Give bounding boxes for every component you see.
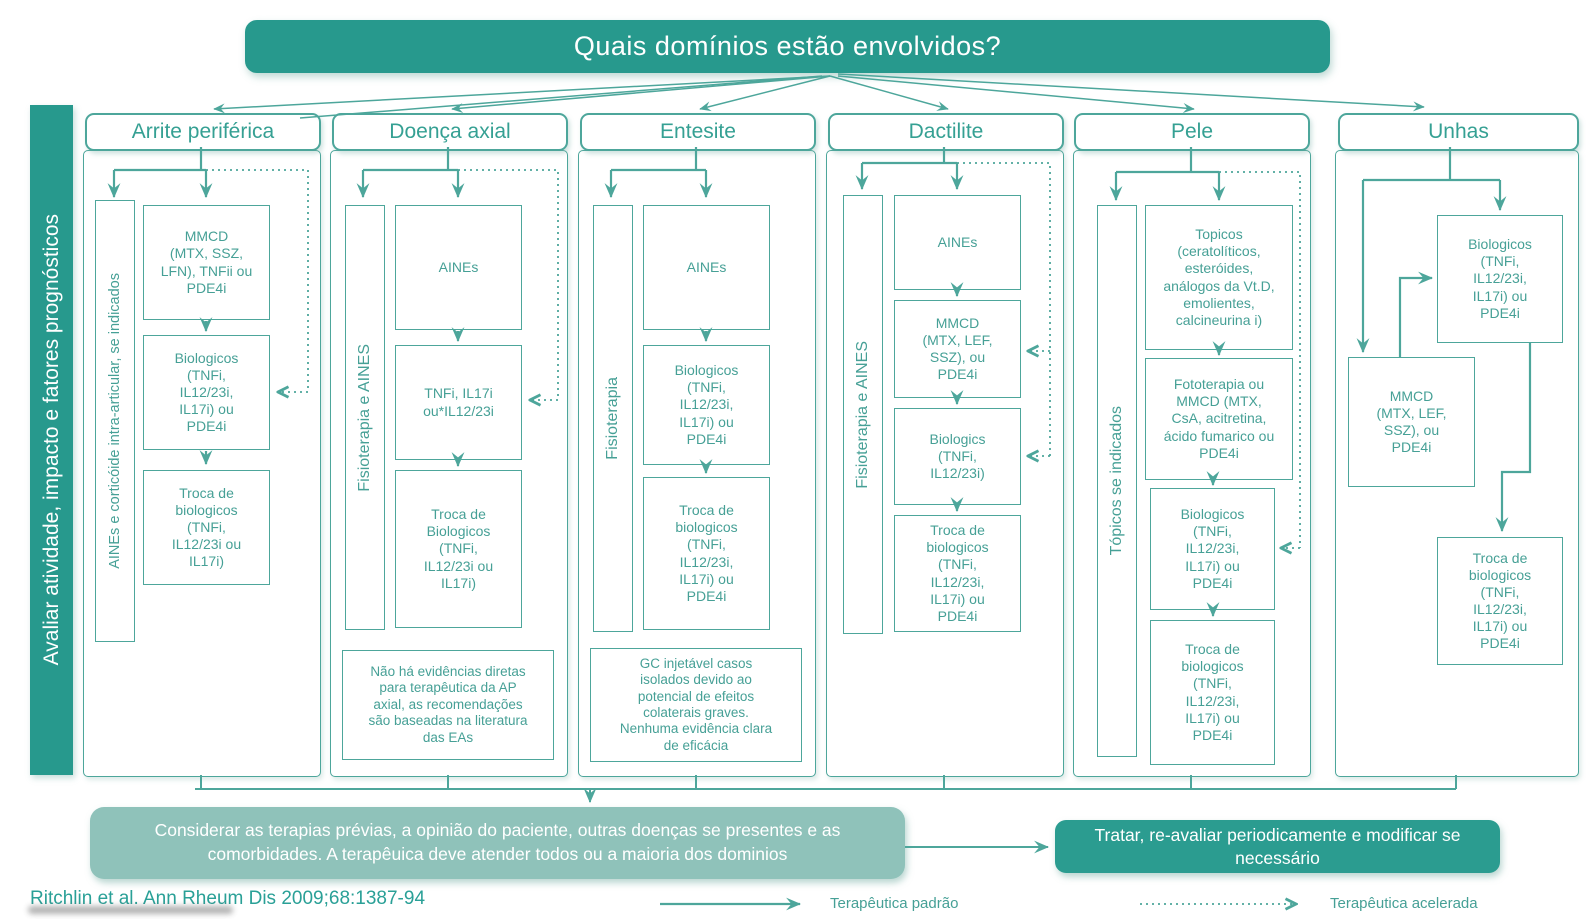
column-header-arrite-periferica: Arrite periférica (85, 113, 321, 151)
side-box-pele-label: Tópicos se indicados (1108, 406, 1125, 556)
side-box-arrite-label: AINEs e corticóide intra-articular, se i… (107, 273, 123, 569)
column-header-pele: Pele (1074, 113, 1310, 151)
side-box-entesite-label: Fisioterapia (604, 377, 621, 460)
node-c5-fototerapia: Fototerapia ou MMCD (MTX, CsA, acitretin… (1145, 358, 1293, 480)
node-c1-mmcd: MMCD (MTX, SSZ, LFN), TNFii ou PDE4i (143, 205, 270, 320)
scan-artifact (28, 906, 233, 914)
node-c5-troca: Troca de biologicos (TNFi, IL12/23i, IL1… (1150, 620, 1275, 765)
title-banner: Quais domínios estão envolvidos? (245, 20, 1330, 73)
node-c3-biologicos: Biologicos (TNFi, IL12/23i, IL17i) ou PD… (643, 345, 770, 465)
citation-text: Ritchlin et al. Ann Rheum Dis 2009;68:13… (30, 888, 426, 909)
consider-banner: Considerar as terapias prévias, a opiniã… (90, 807, 905, 879)
node-c2-troca: Troca de Biologicos (TNFi, IL12/23i ou I… (395, 470, 522, 628)
node-c4-mmcd: MMCD (MTX, LEF, SSZ), ou PDE4i (894, 300, 1021, 398)
node-c4-troca: Troca de biologicos (TNFi, IL12/23i, IL1… (894, 515, 1021, 632)
legend-solid-label: Terapêutica padrão (830, 895, 959, 912)
side-box-axial: Fisioterapia e AINES (345, 205, 385, 630)
side-box-dactilite: Fisioterapia e AINES (843, 195, 883, 634)
node-c4-biologics: Biologics (TNFi, IL12/23i) (894, 408, 1021, 505)
sidebar-label: Avaliar atividade, impacto e fatores pro… (39, 214, 63, 666)
side-box-axial-label: Fisioterapia e AINES (356, 343, 373, 492)
node-c6-biologicos: Biologicos (TNFi, IL12/23i, IL17i) ou PD… (1437, 215, 1563, 343)
column-header-unhas: Unhas (1338, 113, 1579, 151)
node-c1-biologicos: Biologicos (TNFi, IL12/23i, IL17i) ou PD… (143, 335, 270, 450)
sidebar: Avaliar atividade, impacto e fatores pro… (30, 105, 73, 775)
column-header-dactilite: Dactilite (828, 113, 1064, 151)
note-c3-gc: GC injetável casos isolados devido ao po… (590, 648, 802, 762)
side-box-dactilite-label: Fisioterapia e AINES (854, 340, 871, 489)
column-header-doenca-axial: Doença axial (332, 113, 568, 151)
node-c2-aines: AINEs (395, 205, 522, 330)
note-c2-evidencias: Não há evidências diretas para terapêuti… (342, 650, 554, 760)
fan-arrows (213, 73, 1425, 119)
node-c6-troca: Troca de biologicos (TNFi, IL12/23i, IL1… (1437, 537, 1563, 665)
node-c5-biologicos: Biologicos (TNFi, IL12/23i, IL17i) ou PD… (1150, 488, 1275, 610)
side-box-arrite: AINEs e corticóide intra-articular, se i… (95, 200, 135, 642)
legend-dotted-label: Terapêutica acelerada (1330, 895, 1478, 912)
node-c1-troca: Troca de biologicos (TNFi, IL12/23i ou I… (143, 470, 270, 585)
column-header-entesite: Entesite (580, 113, 816, 151)
node-c4-aines: AINEs (894, 195, 1021, 290)
node-c3-troca: Troca de biologicos (TNFi, IL12/23i, IL1… (643, 477, 770, 630)
node-c6-mmcd: MMCD (MTX, LEF, SSZ), ou PDE4i (1348, 357, 1475, 487)
node-c5-topicos: Topicos (ceratolíticos, esteróides, anál… (1145, 205, 1293, 350)
side-box-pele: Tópicos se indicados (1097, 205, 1137, 757)
side-box-entesite: Fisioterapia (593, 205, 633, 632)
node-c2-tnfi: TNFi, IL17i ou*IL12/23i (395, 345, 522, 460)
treat-banner: Tratar, re-avaliar periodicamente e modi… (1055, 820, 1500, 873)
node-c3-aines: AINEs (643, 205, 770, 330)
